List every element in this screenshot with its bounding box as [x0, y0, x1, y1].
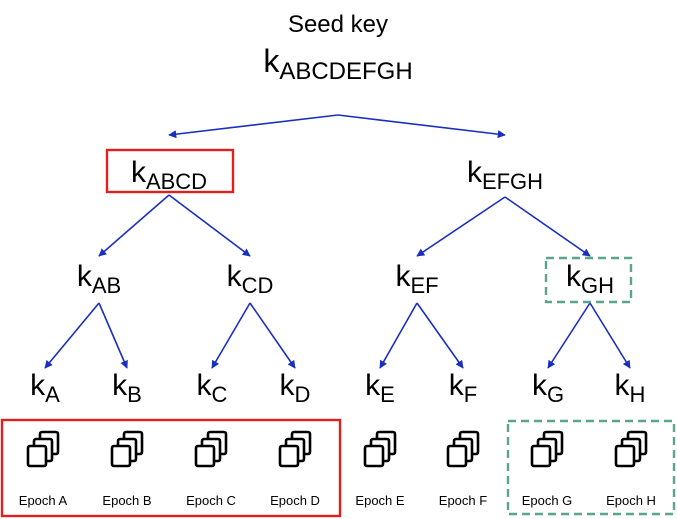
- key-node-CD: kCD: [227, 260, 274, 298]
- epoch-label: Epoch D: [270, 493, 320, 508]
- key-letter: k: [131, 156, 147, 189]
- edge-AB-A: [44, 302, 100, 369]
- edge-EF-F: [416, 302, 464, 369]
- epoch-label: Epoch A: [19, 493, 68, 508]
- edge-GH-H: [589, 302, 631, 369]
- epochs: Epoch A Epoch B Epoch C Epoch D Epoch E Epoch…: [19, 430, 656, 508]
- highlight-box-GH: [544, 256, 633, 304]
- highlights: [0, 148, 676, 518]
- seed-key-title: Seed key: [288, 11, 388, 38]
- epoch-label: Epoch E: [355, 493, 404, 508]
- key-subscript: D: [295, 382, 311, 407]
- document-stack-icon: [110, 430, 144, 468]
- key-node-B: kB: [112, 369, 142, 407]
- edge-ABCD-AB: [98, 194, 170, 257]
- document-stack-icon: [614, 430, 648, 468]
- epoch-label: Epoch B: [102, 493, 151, 508]
- document-stack-icon: [194, 430, 228, 468]
- edge-CD-C: [211, 302, 251, 369]
- document-stack-icon: [530, 430, 564, 468]
- edges: [44, 114, 631, 369]
- key-subscript: A: [45, 382, 60, 407]
- key-node-AB: kAB: [77, 260, 121, 298]
- key-letter: k: [566, 260, 582, 293]
- key-node-D: kD: [280, 369, 311, 407]
- key-letter: k: [227, 260, 243, 293]
- key-subscript: AB: [92, 273, 121, 298]
- key-subscript: C: [212, 382, 228, 407]
- edge-GH-G: [547, 302, 591, 369]
- key-subscript: EFGH: [482, 169, 543, 194]
- key-node-F: kF: [449, 369, 477, 407]
- key-node-EFGH: kEFGH: [467, 156, 543, 194]
- key-subscript: B: [127, 382, 142, 407]
- document-stack-icon: [278, 430, 312, 468]
- epoch-label: Epoch F: [439, 493, 487, 508]
- highlight-box-ABCD: [105, 148, 235, 194]
- key-subscript: ABCD: [146, 169, 207, 194]
- highlight-epochs-solid: [0, 418, 342, 518]
- edge-CD-D: [249, 302, 296, 369]
- key-subscript: CD: [242, 273, 274, 298]
- key-letter: k: [365, 369, 381, 402]
- key-node-ABCD: kABCD: [131, 156, 207, 194]
- document-stack-icon: [26, 430, 60, 468]
- document-stack-icon: [446, 430, 480, 468]
- key-node-root: kABCDEFGH: [263, 43, 412, 85]
- key-letter: k: [395, 260, 411, 293]
- key-subscript: F: [464, 382, 477, 407]
- key-subscript: GH: [581, 273, 614, 298]
- key-node-E: kE: [365, 369, 395, 407]
- key-node-G: kG: [532, 369, 564, 407]
- key-letter: k: [449, 369, 465, 402]
- epoch-label: Epoch C: [186, 493, 236, 508]
- key-letter: k: [112, 369, 128, 402]
- epoch-label: Epoch G: [522, 493, 573, 508]
- edge-ABCD-CD: [168, 194, 251, 257]
- edge-EFGH-EF: [416, 196, 506, 257]
- key-letter: k: [280, 369, 296, 402]
- document-stack-icon: [363, 430, 397, 468]
- key-subscript: G: [547, 382, 564, 407]
- key-subscript: E: [380, 382, 395, 407]
- key-letter: k: [532, 369, 548, 402]
- edge-root-EFGH: [337, 114, 506, 139]
- key-node-H: kH: [615, 369, 646, 407]
- key-letter: k: [467, 156, 483, 189]
- highlight-epochs-dashed: [506, 419, 676, 516]
- key-node-EF: kEF: [395, 260, 438, 298]
- key-node-C: kC: [197, 369, 228, 407]
- edge-root-ABCD: [168, 114, 339, 139]
- key-subscript: ABCDEFGH: [279, 58, 412, 85]
- key-node-A: kA: [30, 369, 60, 407]
- key-subscript: H: [630, 382, 646, 407]
- edge-AB-B: [98, 302, 128, 369]
- key-letter: k: [197, 369, 213, 402]
- edge-EF-E: [379, 302, 418, 369]
- epoch-label: Epoch H: [606, 493, 656, 508]
- key-letter: k: [77, 260, 93, 293]
- key-letter: k: [615, 369, 631, 402]
- key-letter: k: [30, 369, 46, 402]
- key-subscript: EF: [410, 273, 438, 298]
- key-node-GH: kGH: [566, 260, 614, 298]
- key-letter: k: [263, 43, 280, 79]
- edge-EFGH-GH: [504, 196, 591, 257]
